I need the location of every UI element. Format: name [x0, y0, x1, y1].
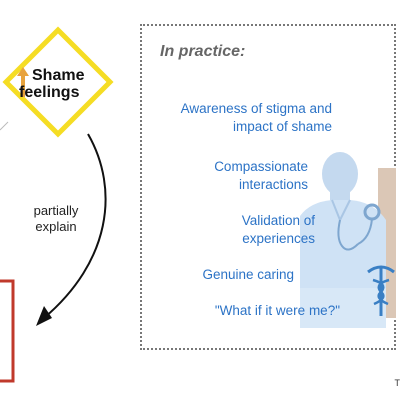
- practice-item-1-line1: Awareness of stigma and: [180, 101, 332, 116]
- arrow-up-icon: [17, 67, 29, 97]
- left-diagram-graphics: [0, 26, 114, 383]
- panel-title: In practice:: [160, 43, 246, 60]
- explain-label-line1: partially: [33, 203, 79, 218]
- explain-label-line2: explain: [35, 219, 77, 234]
- shame-label-line2: feelings: [19, 84, 80, 101]
- practice-item-3-line1: Validation of: [241, 213, 315, 228]
- shame-diamond: [2, 26, 114, 138]
- practice-item-2-line1: Compassionate: [214, 159, 308, 174]
- caduceus-icon: [367, 265, 395, 316]
- arrow-head: [36, 306, 52, 326]
- practice-item-2-line2: interactions: [238, 177, 308, 192]
- curved-arrow: [43, 133, 107, 319]
- doctor-illustration-icon: [300, 152, 396, 328]
- shame-label-line1: Shame: [32, 67, 85, 84]
- corner-text: T: [394, 378, 400, 388]
- practice-item-5: "What if it were me?": [214, 303, 340, 318]
- practice-item-1-line2: impact of shame: [232, 119, 332, 134]
- practice-item-3-line2: experiences: [242, 231, 315, 246]
- red-box: [0, 279, 15, 383]
- practice-item-4: Genuine caring: [202, 267, 294, 282]
